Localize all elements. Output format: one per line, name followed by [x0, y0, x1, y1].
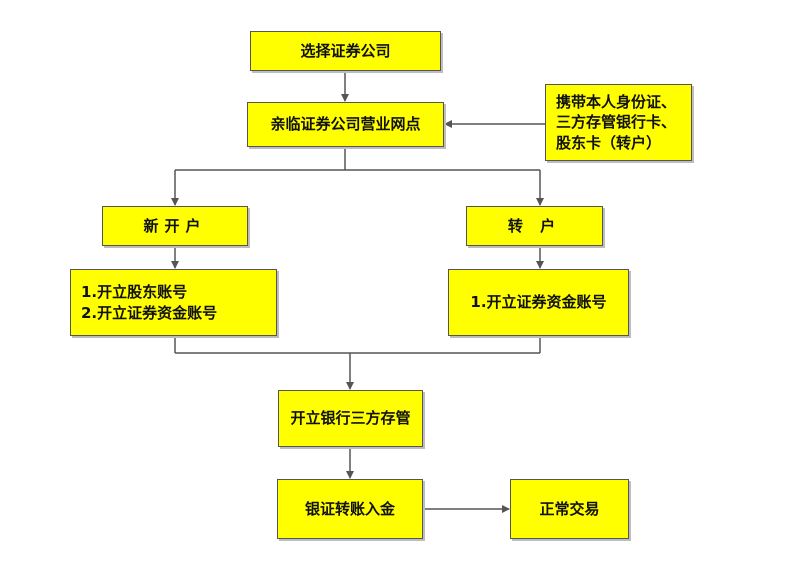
node-text-line: 股东卡（转户）: [556, 133, 662, 152]
node-text-line: 开立银行三方存管: [290, 409, 411, 428]
transfer-account-box: 转 户: [466, 206, 603, 246]
node-text-line: 银证转账入金: [304, 499, 395, 518]
node-text-line: 选择证券公司: [300, 41, 391, 60]
node-text-line: 新开户: [143, 216, 207, 235]
bring-documents-box: 携带本人身份证、三方存管银行卡、股东卡（转户）: [545, 84, 692, 161]
node-text-line: 正常交易: [539, 499, 600, 518]
bank-custody-box: 开立银行三方存管: [278, 390, 423, 447]
new-account-box: 新开户: [102, 206, 248, 246]
node-text-line: 1.开立证券资金账号: [470, 293, 607, 312]
node-text-line: 转 户: [507, 216, 562, 235]
visit-branch-box: 亲临证券公司营业网点: [247, 102, 444, 147]
node-text-line: 2.开立证券资金账号: [81, 303, 218, 322]
choose-broker-box: 选择证券公司: [250, 31, 441, 71]
node-text-line: 携带本人身份证、: [556, 93, 677, 112]
node-text-line: 三方存管银行卡、: [556, 113, 677, 132]
transfer-account-steps-box: 1.开立证券资金账号: [448, 269, 629, 336]
node-text-line: 1.开立股东账号: [81, 283, 188, 302]
normal-trading-box: 正常交易: [510, 479, 629, 539]
node-text-line: 亲临证券公司营业网点: [270, 115, 421, 134]
bank-transfer-box: 银证转账入金: [277, 479, 423, 539]
